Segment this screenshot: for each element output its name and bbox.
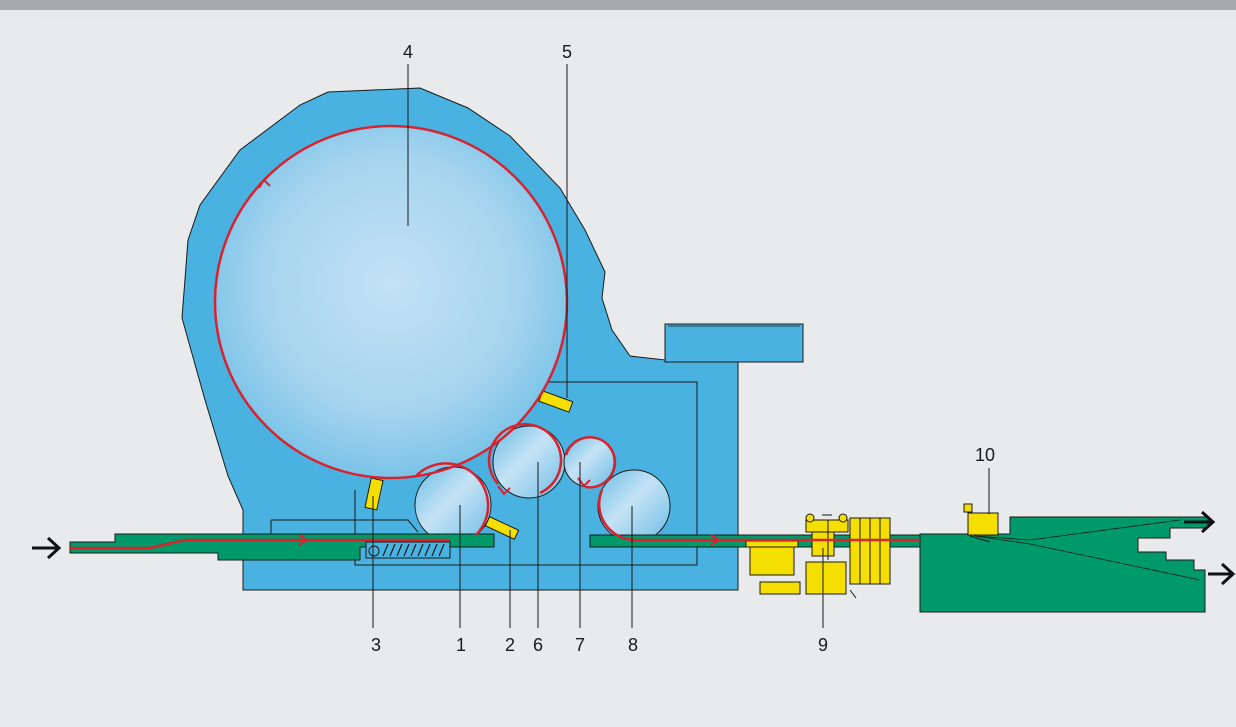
callout-3: 3 <box>371 635 381 655</box>
component-3 <box>364 477 384 511</box>
outfeed-conveyor <box>919 516 1209 613</box>
callout-9: 9 <box>818 635 828 655</box>
callout-10: 10 <box>975 445 995 465</box>
callout-5: 5 <box>562 42 572 62</box>
callout-4: 4 <box>403 42 413 62</box>
callout-1: 1 <box>456 635 466 655</box>
callout-8: 8 <box>628 635 638 655</box>
callout-7: 7 <box>575 635 585 655</box>
callout-6: 6 <box>533 635 543 655</box>
callout-leaders <box>372 64 990 628</box>
callout-2: 2 <box>505 635 515 655</box>
screw-thread <box>382 543 445 557</box>
roll-8 <box>597 469 671 543</box>
top-bar <box>0 0 1236 10</box>
arrow-right-icon <box>1184 510 1216 534</box>
unit-10 <box>963 503 999 543</box>
unit-9 <box>745 513 891 599</box>
arrow-right-icon <box>32 536 62 560</box>
arrow-right-icon <box>1208 562 1236 586</box>
housing-top-box <box>664 323 804 363</box>
